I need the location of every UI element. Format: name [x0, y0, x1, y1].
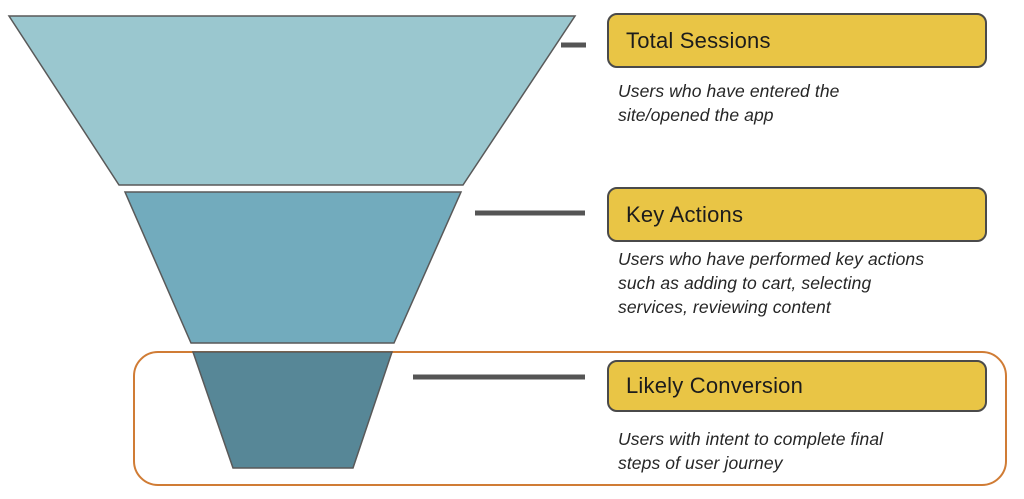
description-line: Users with intent to complete final: [618, 429, 884, 449]
description-line: services, reviewing content: [618, 297, 831, 317]
description-total-sessions: Users who have entered the site/opened t…: [618, 79, 1010, 127]
description-line: Users who have performed key actions: [618, 249, 925, 269]
description-likely-conversion: Users with intent to complete final step…: [618, 427, 1010, 475]
label-box-total-sessions: Total Sessions: [607, 13, 987, 68]
funnel-stage-total-sessions: [7, 15, 577, 186]
label-total-sessions: Total Sessions: [626, 27, 771, 53]
highlight-outline: [133, 351, 1007, 486]
description-line: steps of user journey: [618, 453, 783, 473]
label-key-actions: Key Actions: [626, 201, 744, 227]
funnel-stage-key-actions: [123, 191, 463, 344]
description-line: site/opened the app: [618, 105, 774, 125]
label-box-likely-conversion: Likely Conversion: [607, 360, 987, 412]
label-likely-conversion: Likely Conversion: [626, 373, 804, 398]
description-key-actions: Users who have performed key actions suc…: [618, 247, 1010, 319]
description-line: Users who have entered the: [618, 81, 840, 101]
description-line: such as adding to cart, selecting: [618, 273, 872, 293]
funnel-stage-likely-conversion: [191, 351, 394, 469]
label-box-key-actions: Key Actions: [607, 187, 987, 242]
